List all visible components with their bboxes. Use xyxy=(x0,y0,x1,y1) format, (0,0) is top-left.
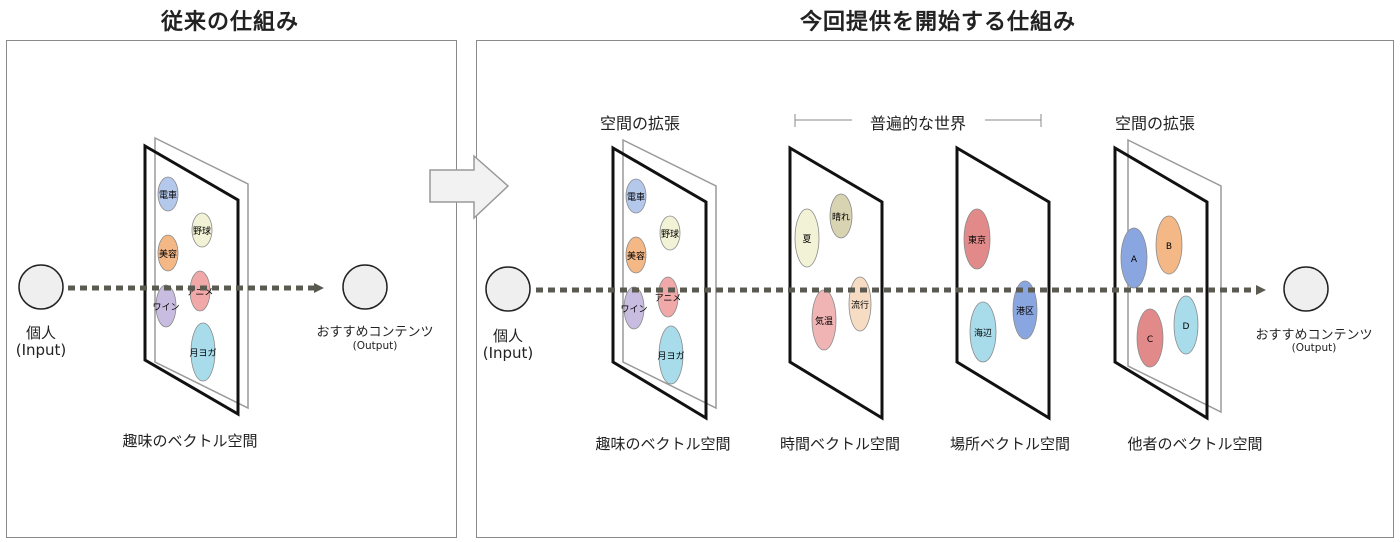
right-output-node xyxy=(1283,266,1329,312)
bubble-text: ワイン xyxy=(152,303,179,313)
right-output-label: おすすめコンテンツ xyxy=(1255,328,1373,343)
space3-bubbles: 東京 港区 海辺 xyxy=(963,208,1038,363)
bubble-text: ワイン xyxy=(620,305,647,315)
bubble-text: 野球 xyxy=(193,225,211,237)
bubble-text: 電車 xyxy=(159,189,177,201)
left-bubbles: 電車 野球 美容 ワイン アニメ 月ヨガ xyxy=(152,176,217,382)
space2-label: 時間ベクトル空間 xyxy=(779,435,900,453)
bubble-anime xyxy=(189,270,211,312)
left-input-node xyxy=(18,264,64,310)
bubble-text: 月ヨガ xyxy=(657,351,684,362)
space3-front-frame xyxy=(955,145,1051,421)
transition-arrow xyxy=(429,154,510,220)
bubble-text: 美容 xyxy=(627,250,645,262)
left-output-sub: (Output) xyxy=(352,340,398,352)
bubble-text: 電車 xyxy=(627,191,645,203)
bubble-text: 東京 xyxy=(968,234,986,246)
top-left-label: 空間の拡張 xyxy=(599,114,680,133)
bubble-text: A xyxy=(1131,255,1138,265)
bubble-wine xyxy=(155,284,177,328)
left-output-node xyxy=(342,264,388,310)
bubble-text: アニメ xyxy=(655,294,682,304)
space1-label: 趣味のベクトル空間 xyxy=(595,435,731,453)
bubble-text: C xyxy=(1147,335,1153,345)
bubble-yoga xyxy=(190,322,216,382)
bubble-text: 流行 xyxy=(851,299,869,311)
space2-bubbles: 夏 晴れ 気温 流行 xyxy=(794,193,872,351)
bubble-text: B xyxy=(1166,242,1172,252)
left-title: 従来の仕組み xyxy=(160,10,299,35)
right-input-sub: (Input) xyxy=(482,344,534,362)
space4-bubbles: A B C D xyxy=(1120,215,1199,368)
top-mid-label: 普遍的な世界 xyxy=(869,114,966,133)
right-output-sub: (Output) xyxy=(1291,342,1337,354)
space2-front-frame xyxy=(788,145,884,421)
bubble-text: D xyxy=(1183,322,1190,332)
top-right-label: 空間の拡張 xyxy=(1114,114,1195,133)
bubble-text: 海辺 xyxy=(974,327,992,339)
bubble-biyou xyxy=(157,234,179,272)
space3-label: 場所ベクトル空間 xyxy=(949,435,1070,453)
bubble-text: 月ヨガ xyxy=(189,348,216,359)
bubble-text: 晴れ xyxy=(832,211,850,223)
bubble-text: 美容 xyxy=(159,248,177,260)
bubble-text: 港区 xyxy=(1016,305,1034,317)
space1-bubbles: 電車 野球 美容 ワイン アニメ 月ヨガ xyxy=(620,178,685,385)
bubble-densha xyxy=(157,176,179,212)
bubble-text: 野球 xyxy=(661,228,679,240)
right-input-node xyxy=(485,266,531,312)
right-title: 今回提供を開始する仕組み xyxy=(799,10,1076,35)
left-input-sub: (Input) xyxy=(15,341,67,359)
left-output-label: おすすめコンテンツ xyxy=(316,325,434,340)
space4-label: 他者のベクトル空間 xyxy=(1127,435,1263,453)
bubble-yakyu xyxy=(191,212,213,248)
bubble-text: アニメ xyxy=(187,288,214,298)
bubble-text: 夏 xyxy=(802,234,811,245)
bubble-text: 気温 xyxy=(815,315,833,327)
left-input-label: 個人 xyxy=(25,324,56,342)
left-space-label: 趣味のベクトル空間 xyxy=(122,432,258,450)
right-input-label: 個人 xyxy=(492,327,523,345)
